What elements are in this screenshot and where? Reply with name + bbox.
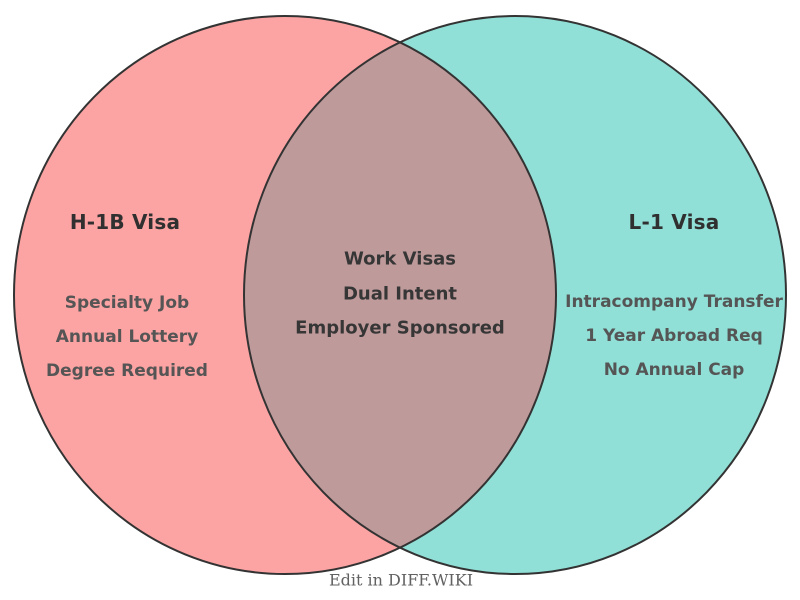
left-circle-outline <box>13 15 557 575</box>
right-set-item-2: 1 Year Abroad Req <box>585 326 763 346</box>
overlap-item-3: Employer Sponsored <box>295 317 505 339</box>
overlap-region <box>244 16 556 574</box>
right-set-title: L-1 Visa <box>628 210 720 234</box>
left-set-item-1: Specialty Job <box>64 293 190 313</box>
overlap-item-2: Dual Intent <box>342 283 458 305</box>
left-set-item-2: Annual Lottery <box>55 327 199 347</box>
left-set-title: H-1B Visa <box>69 210 181 234</box>
right-circle-outline <box>243 15 787 575</box>
right-set-item-3: No Annual Cap <box>603 360 745 380</box>
overlap-item-1: Work Visas <box>343 248 457 270</box>
left-set-item-3: Degree Required <box>46 361 208 381</box>
edit-in-diffwiki-link[interactable]: Edit in DIFF.WIKI <box>328 570 474 590</box>
right-set-item-1: Intracompany Transfer <box>565 292 783 312</box>
